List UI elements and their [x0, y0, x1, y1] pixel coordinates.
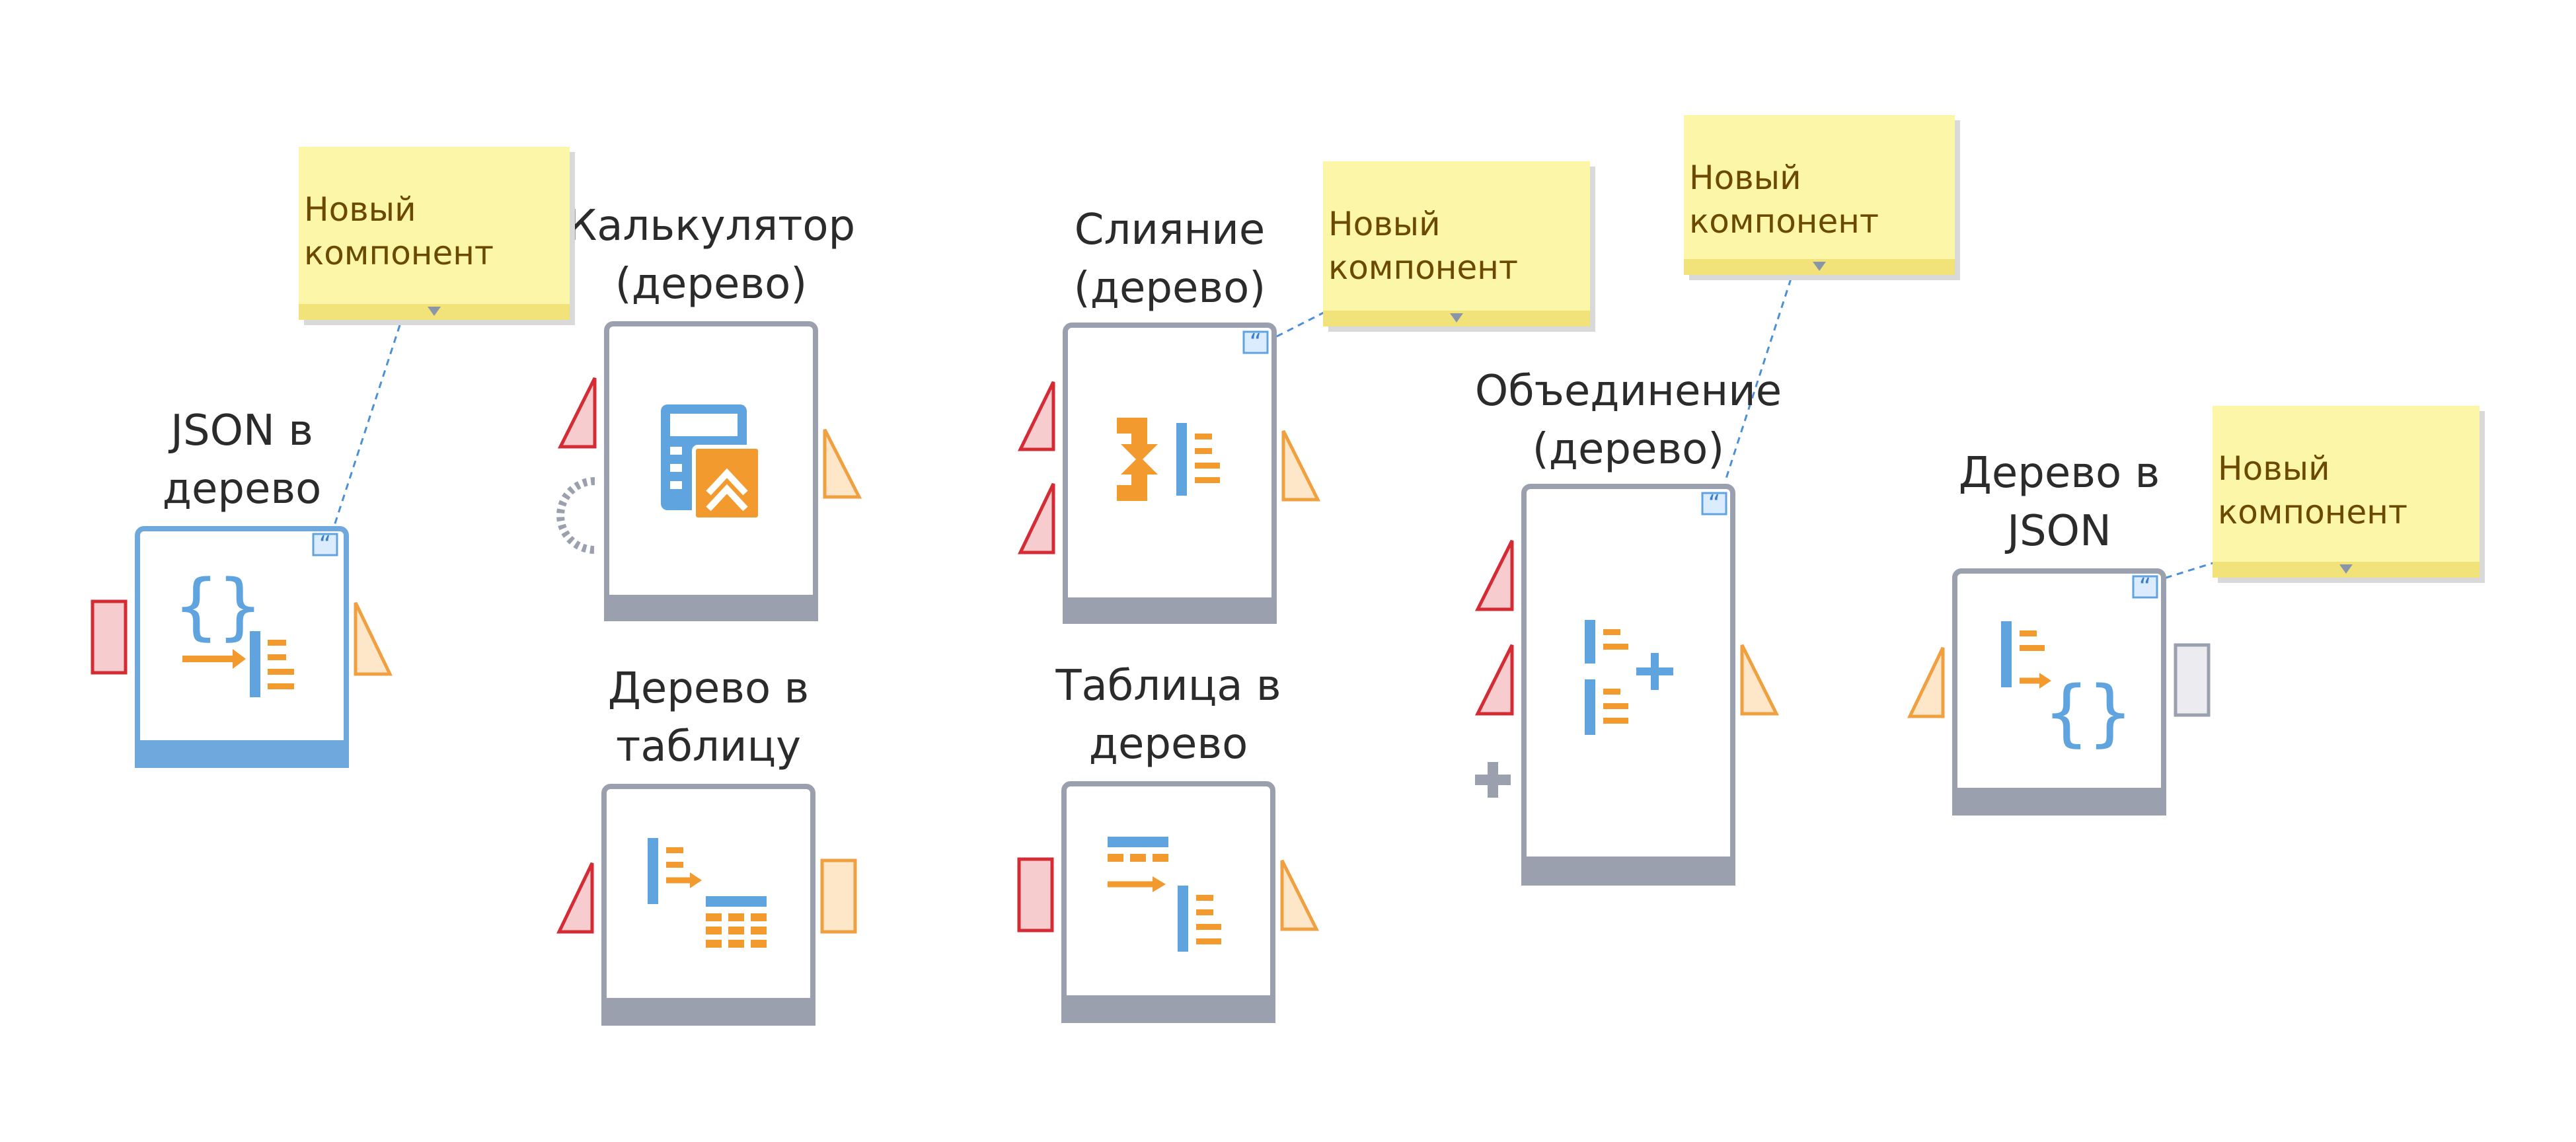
output-port[interactable]: [354, 601, 393, 676]
node-calculator-tree[interactable]: [556, 321, 862, 621]
input-port[interactable]: [1907, 646, 1945, 718]
node-table-to-tree[interactable]: [1017, 781, 1320, 1023]
note-links: [332, 278, 2218, 580]
node-title-calculator-tree: Калькулятор (дерево): [566, 202, 856, 309]
optional-input-port[interactable]: [556, 477, 595, 554]
output-port[interactable]: [2174, 643, 2211, 717]
tree-to-json-icon: {}: [2001, 621, 2132, 755]
add-input-port-icon[interactable]: [1475, 762, 1511, 798]
input-port[interactable]: [1017, 857, 1054, 933]
input-port[interactable]: [556, 862, 594, 934]
svg-text:{}: {}: [2045, 670, 2132, 755]
node-title-union-tree: Объединение (дерево): [1474, 367, 1782, 474]
sticky-note[interactable]: Новый компонент: [1323, 161, 1590, 326]
input-port-2[interactable]: [1474, 644, 1514, 716]
input-port-2[interactable]: [1018, 482, 1055, 554]
input-port[interactable]: [557, 377, 597, 449]
chevron-down-icon: [1813, 262, 1826, 271]
note-expand-handle[interactable]: [299, 304, 570, 320]
node-json-to-tree[interactable]: {}: [91, 526, 393, 768]
union-icon: [1585, 620, 1673, 735]
note-expand-handle[interactable]: [2213, 562, 2480, 578]
output-port[interactable]: [820, 858, 857, 934]
comment-badge-icon[interactable]: [312, 530, 338, 560]
note-link-4: [2164, 560, 2218, 580]
json-to-tree-icon: {}: [174, 564, 294, 697]
table-to-tree-icon: [1108, 837, 1221, 952]
comment-badge-icon[interactable]: [2132, 572, 2158, 602]
node-merge-tree[interactable]: [1017, 323, 1321, 624]
sticky-note[interactable]: Новый компонент: [2213, 406, 2480, 578]
calculator-icon: [661, 404, 762, 521]
merge-icon: [1117, 418, 1220, 501]
node-title-merge-tree: Слияние (дерево): [1073, 206, 1266, 313]
input-port-1[interactable]: [1474, 539, 1514, 611]
comment-badge-icon[interactable]: [1701, 489, 1727, 519]
node-title-table-to-tree: Таблица в дерево: [1055, 662, 1281, 769]
sticky-note[interactable]: Новый компонент: [299, 147, 570, 320]
input-port[interactable]: [91, 599, 128, 675]
output-port[interactable]: [1281, 430, 1321, 502]
node-tree-to-json[interactable]: {}: [1907, 568, 2211, 816]
note-expand-handle[interactable]: [1323, 311, 1590, 326]
note-link-2: [1275, 311, 1326, 338]
node-union-tree[interactable]: [1474, 484, 1780, 886]
node-title-tree-to-json: Дерево в JSON: [1958, 449, 2160, 556]
node-title-json-to-tree: JSON в дерево: [162, 406, 322, 514]
node-title-tree-to-table: Дерево в таблицу: [607, 664, 810, 771]
sticky-note[interactable]: Новый компонент: [1684, 115, 1955, 275]
node-tree-to-table[interactable]: [556, 784, 857, 1026]
svg-text:{}: {}: [174, 564, 262, 648]
tree-to-table-icon: [648, 838, 767, 948]
note-expand-handle[interactable]: [1684, 259, 1955, 275]
output-port[interactable]: [823, 428, 862, 499]
output-port[interactable]: [1740, 644, 1780, 716]
input-port-1[interactable]: [1017, 381, 1055, 451]
chevron-down-icon: [428, 307, 441, 316]
chevron-down-icon: [2339, 564, 2353, 574]
chevron-down-icon: [1450, 313, 1463, 323]
output-port[interactable]: [1280, 859, 1320, 931]
comment-badge-icon[interactable]: [1242, 328, 1269, 358]
